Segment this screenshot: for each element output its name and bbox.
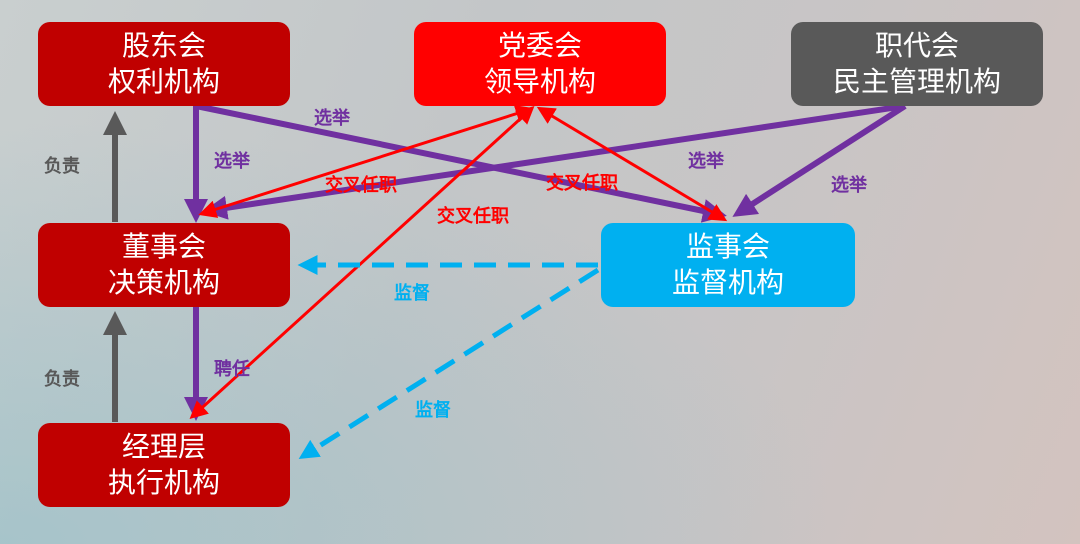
box-subtitle: 民主管理机构 bbox=[832, 65, 1001, 98]
workers-box: 职代会 民主管理机构 bbox=[791, 22, 1043, 106]
arrow-party-management bbox=[189, 105, 535, 420]
box-subtitle: 决策机构 bbox=[107, 266, 220, 299]
label-supervise: 监督 bbox=[415, 400, 451, 421]
box-title: 职代会 bbox=[874, 29, 959, 62]
label-supervise: 监督 bbox=[394, 283, 430, 304]
label-appoint: 聘任 bbox=[214, 359, 250, 380]
label-cross: 交叉任职 bbox=[546, 173, 618, 194]
box-title: 党委会 bbox=[497, 29, 582, 62]
box-subtitle: 权利机构 bbox=[107, 65, 220, 98]
box-title: 监事会 bbox=[685, 230, 770, 263]
arrow-party-supervisors bbox=[536, 106, 728, 222]
label-elect: 选举 bbox=[831, 175, 867, 196]
arrow-party-board bbox=[198, 105, 534, 218]
label-elect: 选举 bbox=[688, 151, 724, 172]
label-responsible: 负责 bbox=[44, 156, 80, 177]
arrow-workers-supervisors bbox=[732, 103, 907, 217]
management-box: 经理层 执行机构 bbox=[38, 423, 290, 507]
box-title: 董事会 bbox=[121, 230, 206, 263]
arrow-supervisors-management bbox=[298, 267, 600, 460]
board-box: 董事会 决策机构 bbox=[38, 223, 290, 307]
label-cross: 交叉任职 bbox=[437, 206, 509, 227]
box-subtitle: 监督机构 bbox=[671, 266, 784, 299]
box-subtitle: 执行机构 bbox=[107, 466, 220, 499]
box-subtitle: 领导机构 bbox=[483, 65, 596, 98]
box-title: 股东会 bbox=[121, 29, 206, 62]
label-elect: 选举 bbox=[214, 151, 250, 172]
label-elect: 选举 bbox=[314, 108, 350, 129]
shareholders-box: 股东会 权利机构 bbox=[38, 22, 290, 106]
supervisors-box: 监事会 监督机构 bbox=[601, 223, 855, 307]
label-cross: 交叉任职 bbox=[325, 175, 397, 196]
label-responsible: 负责 bbox=[44, 369, 80, 390]
party-box: 党委会 领导机构 bbox=[414, 22, 666, 106]
box-title: 经理层 bbox=[121, 430, 206, 463]
